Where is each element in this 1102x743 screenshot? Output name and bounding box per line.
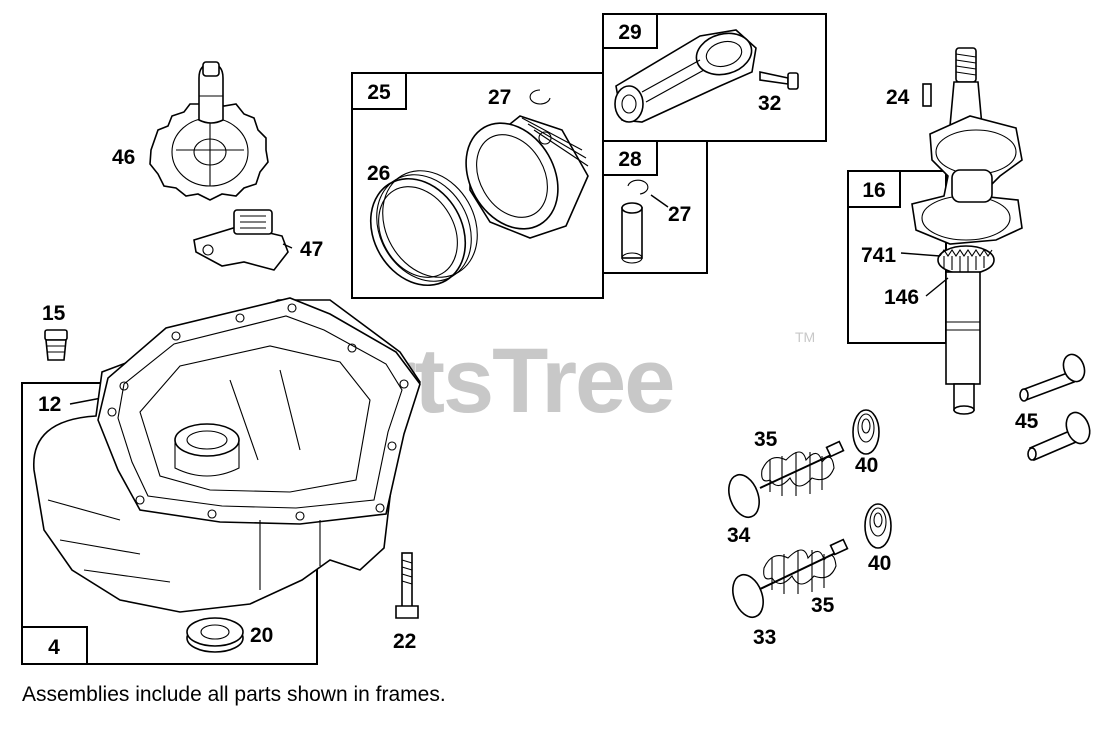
frame-16-label: 16 (862, 179, 885, 202)
rod-bolt-icon (759, 71, 799, 90)
oil-seal-icon (186, 617, 244, 653)
piston-rings-icon (369, 170, 478, 287)
callout-34: 34 (727, 524, 751, 547)
crankcase-icon (33, 297, 421, 613)
frame-28[interactable]: 28 (602, 140, 708, 274)
bolt-icon (395, 552, 419, 619)
callout-26: 26 (367, 162, 390, 185)
callout-27-pin: 27 (668, 203, 691, 226)
callout-46: 46 (112, 146, 135, 169)
cam-gear-icon (149, 61, 269, 201)
pin-clip-icon (627, 179, 649, 195)
drain-plug-icon (44, 329, 68, 361)
callout-33: 33 (753, 626, 776, 649)
callout-27-piston: 27 (488, 86, 511, 109)
callout-32: 32 (758, 92, 781, 115)
callout-40-lower: 40 (868, 552, 891, 575)
callout-45: 45 (1015, 410, 1039, 433)
frame-25-label: 25 (367, 81, 391, 104)
callout-35-upper: 35 (754, 428, 778, 451)
valve-tappet-icon (1027, 411, 1091, 462)
callout-20: 20 (250, 624, 273, 647)
callout-22: 22 (393, 630, 416, 653)
watermark-trademark: TM (795, 329, 815, 345)
frame-28-label: 28 (618, 148, 642, 171)
frame-29[interactable]: 29 (602, 13, 827, 142)
frame-4-label: 4 (48, 636, 60, 659)
exhaust-valve-icon (732, 538, 849, 619)
callout-146: 146 (884, 286, 919, 309)
callout-741: 741 (861, 244, 896, 267)
connecting-rod-icon (614, 29, 757, 123)
diagram-caption: Assemblies include all parts shown in fr… (22, 683, 446, 706)
frame-29-label: 29 (618, 21, 641, 44)
governor-icon (193, 209, 289, 271)
valve-retainer-icon (852, 409, 880, 455)
callout-24: 24 (886, 86, 910, 109)
valve-tappet-icon (1019, 353, 1086, 402)
wrist-pin-icon (621, 202, 643, 264)
callout-35-lower: 35 (811, 594, 835, 617)
valve-retainer-icon (864, 503, 892, 549)
callout-15: 15 (42, 302, 66, 325)
retaining-ring-icon (529, 89, 551, 105)
valve-spring-icon (761, 451, 835, 496)
frame-25[interactable]: 25 (351, 72, 604, 299)
intake-valve-icon (728, 440, 845, 519)
valve-spring-icon (763, 549, 837, 594)
crank-key-icon (922, 83, 932, 107)
callout-47: 47 (300, 238, 323, 261)
callout-12: 12 (38, 393, 61, 416)
piston-icon (465, 115, 589, 239)
crankshaft-icon (911, 47, 1023, 415)
callout-40-upper: 40 (855, 454, 878, 477)
